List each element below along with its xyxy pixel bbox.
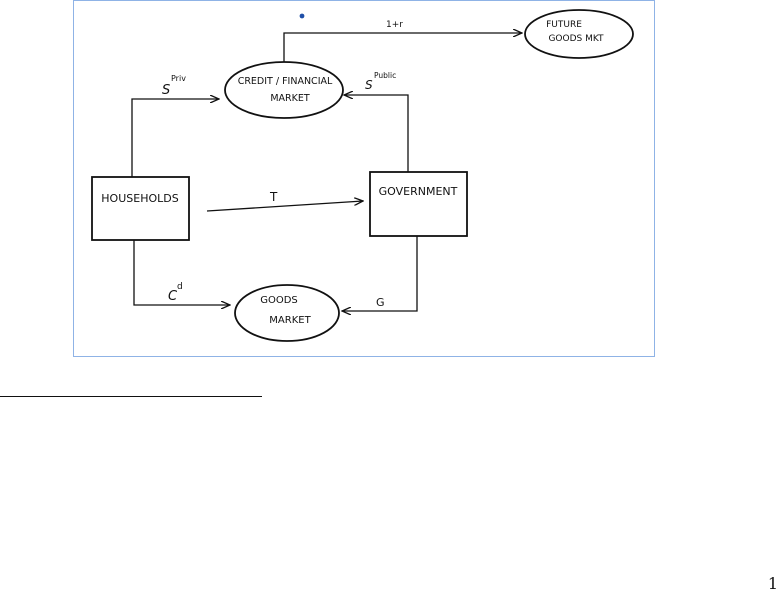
taxes-label: T bbox=[269, 190, 278, 204]
taxes-arrow bbox=[207, 201, 363, 211]
page-number: 1 bbox=[768, 574, 778, 593]
future-goods-label-line2: GOODS MKT bbox=[548, 34, 604, 44]
consumption-arrow bbox=[134, 240, 230, 305]
savings-private-superscript: Priv bbox=[171, 74, 186, 83]
savings-public-superscript: Public bbox=[374, 71, 396, 80]
savings-public-symbol: S bbox=[365, 78, 373, 92]
goods-market-label-line2: MARKET bbox=[269, 315, 311, 326]
credit-market-label-line1: CREDIT / FINANCIAL bbox=[238, 76, 333, 87]
goods-market-label-line1: GOODS bbox=[260, 295, 298, 306]
savings-private-symbol: S bbox=[162, 83, 170, 98]
savings-public-arrow bbox=[344, 95, 408, 172]
government-label: GOVERNMENT bbox=[379, 185, 458, 198]
ink-dot bbox=[300, 14, 305, 19]
credit-market-label-line2: MARKET bbox=[270, 93, 310, 104]
government-box bbox=[370, 172, 467, 236]
footnote-separator bbox=[0, 396, 262, 397]
diagram-frame: HOUSEHOLDS GOVERNMENT CREDIT / FINANCIAL… bbox=[73, 0, 655, 357]
government-spending-label: G bbox=[376, 296, 385, 309]
circular-flow-diagram: HOUSEHOLDS GOVERNMENT CREDIT / FINANCIAL… bbox=[74, 1, 656, 358]
future-goods-label-line1: FUTURE bbox=[546, 20, 582, 30]
households-label: HOUSEHOLDS bbox=[101, 192, 178, 205]
goods-market-ellipse bbox=[235, 285, 339, 341]
savings-private-arrow bbox=[132, 99, 219, 177]
interest-label: 1+r bbox=[386, 20, 403, 30]
credit-market-ellipse bbox=[225, 62, 343, 118]
consumption-superscript: d bbox=[177, 282, 183, 292]
interest-arrow bbox=[284, 33, 522, 62]
households-box bbox=[92, 177, 189, 240]
